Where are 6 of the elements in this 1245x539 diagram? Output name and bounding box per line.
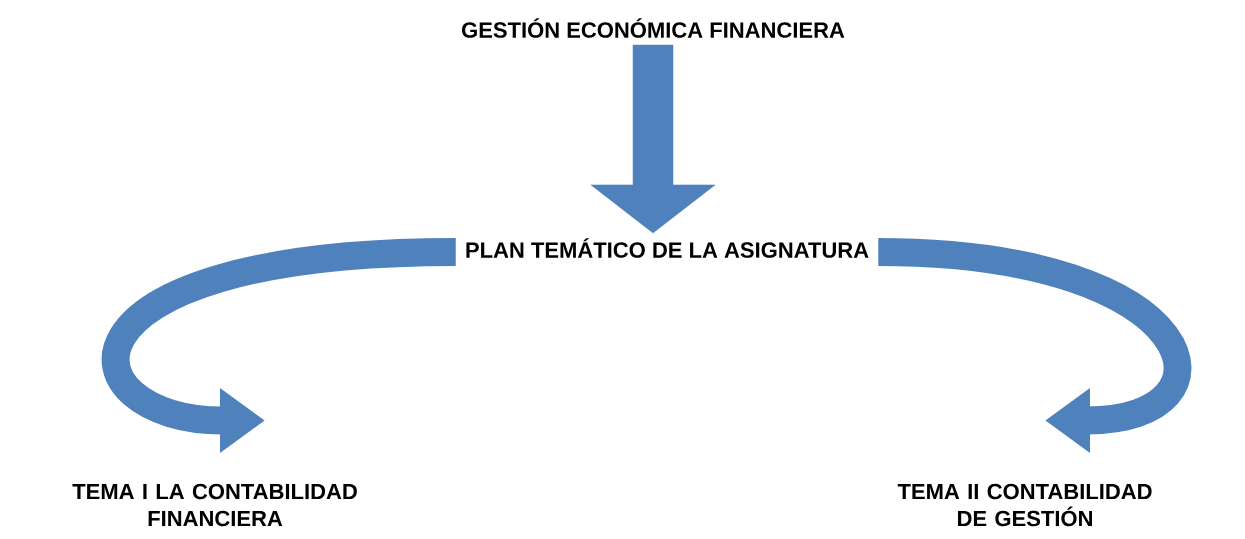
title-text: TEMA I LA CONTABILIDAD FINANCIERA — [72, 483, 357, 527]
title-text: GESTIÓN ECONÓMICA FINANCIERA — [462, 18, 845, 38]
block-arrow — [877, 238, 1191, 454]
title-text: TEMA II CONTABILIDAD DE GESTIÓN — [897, 483, 1152, 527]
title-text: PLAN TEMÁTICO DE LA ASIGNATURA — [466, 238, 869, 258]
block-arrow — [590, 44, 716, 234]
